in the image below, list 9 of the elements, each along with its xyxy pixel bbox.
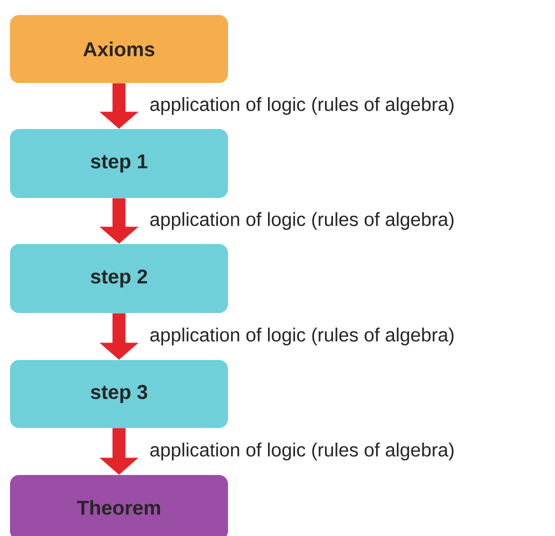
- edge-label: application of logic (rules of algebra): [150, 97, 454, 115]
- edge-label: application of logic (rules of algebra): [150, 442, 454, 460]
- edge-label: application of logic (rules of algebra): [150, 212, 454, 230]
- edge-label: application of logic (rules of algebra): [150, 328, 454, 346]
- process-box: step 1: [10, 129, 228, 198]
- process-box: step 2: [10, 244, 228, 313]
- process-box: step 3: [10, 360, 228, 428]
- process-box: Axioms: [10, 15, 228, 83]
- process-box: Theorem: [10, 474, 228, 536]
